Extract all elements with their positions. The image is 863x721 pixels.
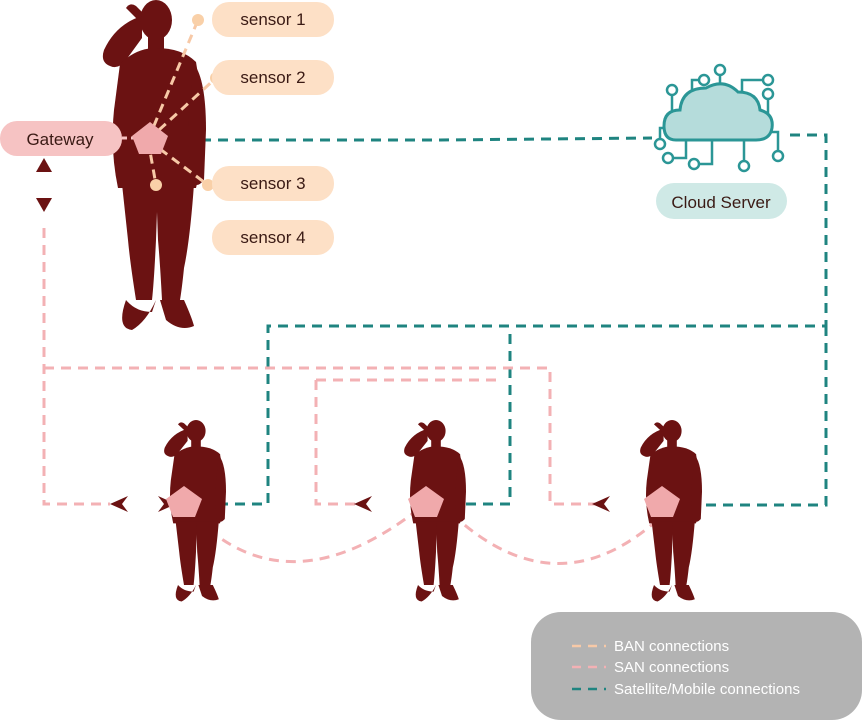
satellite-connections bbox=[150, 133, 828, 507]
arrowhead bbox=[110, 496, 128, 512]
legend-label-san: SAN connections bbox=[614, 659, 729, 676]
arrowhead bbox=[354, 496, 372, 512]
body-gateway-node bbox=[132, 122, 168, 154]
sensor-pill bbox=[212, 220, 334, 255]
sensor-pill bbox=[212, 60, 334, 95]
san-arc-2 bbox=[450, 510, 668, 565]
arrowhead bbox=[158, 496, 176, 512]
satellite-line-node3 bbox=[662, 326, 828, 507]
cloud-server-label: Cloud Server bbox=[671, 193, 771, 212]
sensor-pill bbox=[212, 2, 334, 37]
sensor-label: sensor 2 bbox=[240, 68, 305, 87]
cloud-circuit-icon bbox=[653, 63, 785, 173]
sensor-label-group: sensor 1 sensor 2 sensor 3 sensor 4 bbox=[212, 2, 334, 255]
sensor-label: sensor 4 bbox=[240, 228, 305, 247]
cloud-server-pill bbox=[656, 183, 787, 219]
legend-box bbox=[531, 612, 862, 720]
body-gateway-node bbox=[408, 486, 444, 517]
sensor-dot bbox=[150, 179, 162, 191]
sensor-label: sensor 3 bbox=[240, 174, 305, 193]
soldier-squad bbox=[164, 420, 702, 602]
legend-label-ban: BAN connections bbox=[614, 638, 729, 655]
legend: BAN connections SAN connections Satellit… bbox=[531, 612, 862, 720]
gateway-pill bbox=[0, 121, 122, 156]
satellite-line-main-to-cloud bbox=[150, 133, 828, 506]
body-gateway-node bbox=[166, 486, 202, 517]
ban-line-sensor1 bbox=[146, 19, 200, 141]
arrowhead bbox=[36, 198, 52, 212]
body-gateway-node bbox=[644, 486, 680, 517]
sensor-pill bbox=[212, 166, 334, 201]
soldier-main bbox=[102, 0, 206, 330]
sensor-dot bbox=[202, 179, 214, 191]
legend-label-satellite: Satellite/Mobile connections bbox=[614, 681, 800, 698]
arrowhead bbox=[592, 496, 610, 512]
san-arc-1 bbox=[194, 506, 421, 564]
arrowhead bbox=[36, 158, 52, 172]
sensor-dot bbox=[192, 14, 204, 26]
san-line-gateway-loop bbox=[42, 228, 600, 506]
sensor-label: sensor 1 bbox=[240, 10, 305, 29]
san-arrowheads bbox=[36, 158, 610, 512]
satellite-line-node2 bbox=[440, 334, 512, 506]
ban-line-sensor3 bbox=[147, 138, 209, 187]
san-line-node2-loop bbox=[314, 378, 498, 506]
gateway-label: Gateway bbox=[26, 130, 94, 149]
san-connections bbox=[42, 228, 668, 565]
